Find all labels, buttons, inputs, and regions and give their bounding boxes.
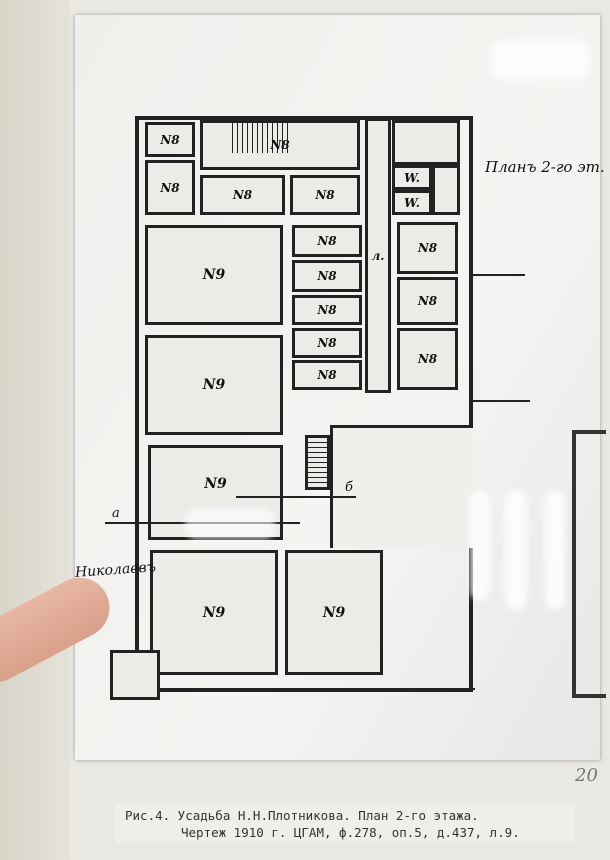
room: N9 <box>285 550 383 675</box>
room: N8 <box>145 122 195 157</box>
room: N8 <box>145 160 195 215</box>
caption-line-2: Чертеж 1910 г. ЦГАМ, ф.278, оп.5, д.437,… <box>181 825 520 840</box>
room: N8 <box>292 260 362 292</box>
corridor: л. <box>365 118 391 393</box>
adjacent-plan-fragment <box>572 430 606 698</box>
room: N8 <box>397 222 458 274</box>
glare <box>505 490 527 610</box>
glare <box>470 490 490 600</box>
porch <box>110 650 160 700</box>
courtyard <box>330 425 473 548</box>
section-line <box>236 496 356 498</box>
plan-title: Планъ 2-го эт. <box>485 158 605 176</box>
room: N8 <box>292 328 362 358</box>
glare <box>185 508 275 540</box>
room: N8 <box>292 360 362 390</box>
toilet: W. <box>392 165 432 190</box>
dimension-line <box>160 688 475 690</box>
room: N8 <box>292 295 362 325</box>
section-b-label: б <box>345 480 353 495</box>
room: N8 <box>397 328 458 390</box>
room: N9 <box>145 225 283 325</box>
caption: Рис.4. Усадьба Н.Н.Плотникова. План 2-го… <box>115 803 575 843</box>
room: N8 <box>200 175 285 215</box>
outer-wall <box>135 116 473 692</box>
room: N9 <box>145 335 283 435</box>
caption-line-1: Рис.4. Усадьба Н.Н.Плотникова. План 2-го… <box>125 808 479 823</box>
stair-room: N8 <box>200 120 360 170</box>
room: N8 <box>290 175 360 215</box>
left-page <box>0 0 75 860</box>
glare <box>545 490 565 610</box>
toilet: W. <box>392 190 432 215</box>
toilet-stalls <box>432 165 460 215</box>
stair <box>305 435 330 490</box>
glare <box>490 40 590 80</box>
dimension-line <box>470 274 525 276</box>
room: N8 <box>292 225 362 257</box>
section-a-label: a <box>112 506 120 521</box>
room <box>392 120 460 165</box>
room: N8 <box>397 277 458 325</box>
dimension-line <box>470 400 530 402</box>
page-number: 20 <box>575 765 598 786</box>
room: N9 <box>150 550 278 675</box>
